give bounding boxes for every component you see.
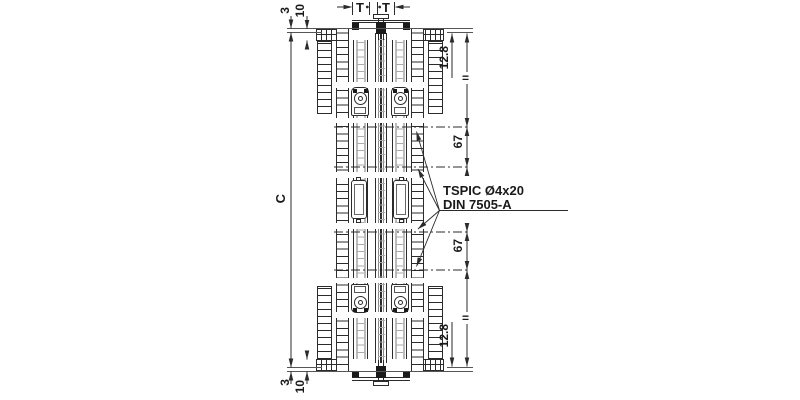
top-fixing-block-left [352,23,359,30]
bracket-pin [356,176,361,181]
top-cap [373,14,389,19]
bracket-pin [356,218,361,223]
section-break [334,82,427,88]
dimension-lines [290,2,468,384]
roller-hub [397,95,403,101]
roller-hub [397,299,403,305]
fixed-rail-left [336,29,349,371]
callout-leader-lines [416,131,568,267]
carriage-foot [354,286,366,293]
section-break [334,117,427,123]
carriage-clip [363,88,368,93]
bracket-pin [399,218,404,223]
screw-centerlines [334,126,470,271]
dim-bottom-edge-gap: 3 [278,379,292,386]
screw-callout-line2: DIN 7505-A [443,196,512,212]
carriage-clip [403,88,408,93]
bracket-pin [399,176,404,181]
section-break [334,223,427,229]
side-batten-bottom-left [317,286,332,359]
dim-panel-thickness-left: T [356,0,364,15]
section-break [334,172,427,178]
bottom-fixing-block-right [403,370,410,377]
dim-top-equal: = [460,71,472,85]
dim-top-inset: 10 [293,4,307,18]
carriage-clip [392,88,397,93]
screw-callout: TSPIC Ø4x20 DIN 7505-A [443,184,524,211]
dim-panel-thickness-right: T [382,0,390,15]
fixed-rail-right [411,29,424,371]
carriage-clip [352,88,357,93]
carriage-foot [394,286,406,293]
roller-hub [357,299,363,305]
section-break [334,277,427,283]
dim-overall-length: C [273,194,288,204]
section-break [334,312,427,318]
carriage-clip [403,307,408,312]
dim-top-offset: 12.8 [437,46,451,70]
mid-bracket-left-inner [354,184,364,215]
carriage-foot [354,107,366,114]
dim-bottom-equal: = [460,311,472,325]
roller-hub [357,95,363,101]
side-batten-top-right [428,41,443,114]
center-track-segments [377,33,385,363]
dim-bottom-offset: 12.8 [437,324,451,348]
carriage-clip [363,307,368,312]
mid-bracket-right-inner [396,184,406,215]
dimension-arrowheads [288,4,470,381]
screw-callout-line1: TSPIC Ø4x20 [443,183,524,198]
dim-screw-spacing-lower: 67 [451,239,465,253]
dim-top-edge-gap: 3 [278,7,292,14]
top-fixing-block-right [403,23,410,30]
carriage-clip [352,307,357,312]
bottom-cap [373,381,389,386]
bottom-fixing-block-left [352,370,359,377]
reference-lines [287,28,473,372]
carriage-foot [394,107,406,114]
carriage-clip [392,307,397,312]
side-batten-bottom-right [428,286,443,359]
side-batten-top-left [317,41,332,114]
dim-bottom-inset: 10 [293,380,307,394]
dim-screw-spacing-upper: 67 [451,135,465,149]
